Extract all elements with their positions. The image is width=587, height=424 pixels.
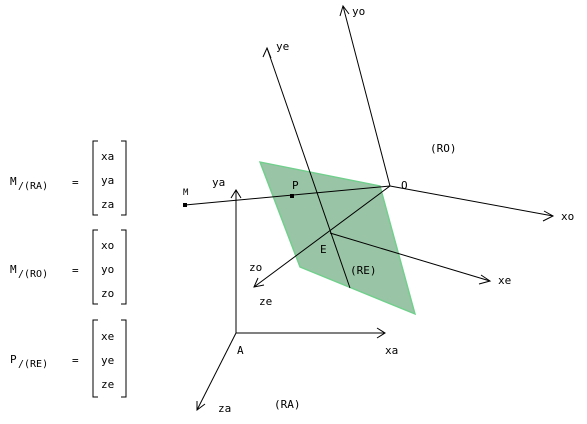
point-p-label: P <box>292 179 299 192</box>
vector-component: ze <box>101 378 114 391</box>
equation-m-ra: M /(RA) = xa ya za <box>10 140 127 216</box>
vector-component: xo <box>101 239 114 252</box>
frame-re: E xe ye ze (RE) <box>259 40 511 308</box>
point-m-marker <box>183 203 187 207</box>
ye-arrowhead <box>262 46 272 59</box>
vector-component: zo <box>101 287 114 300</box>
xa-label: xa <box>385 344 398 357</box>
vector-component: yo <box>101 263 114 276</box>
xo-arrowhead <box>542 210 555 222</box>
yo-label: yo <box>352 5 365 18</box>
left-bracket <box>92 319 98 398</box>
equation-equals: = <box>72 176 79 189</box>
point-m-label: M <box>183 188 189 198</box>
equation-p-re: P /(RE) = xe ye ze <box>10 319 127 398</box>
right-bracket <box>121 319 127 398</box>
left-bracket <box>92 140 98 216</box>
equation-base: M <box>10 175 17 188</box>
equation-frame: /(RA) <box>18 181 48 192</box>
origin-o-label: O <box>401 179 408 192</box>
zo-arrowhead <box>253 277 265 288</box>
vector-component: xa <box>101 150 114 163</box>
za-label: za <box>218 402 231 415</box>
right-bracket <box>121 229 127 305</box>
za-axis <box>196 332 237 411</box>
origin-e-label: E <box>320 243 327 256</box>
m-to-o-line <box>184 185 391 206</box>
points: M P <box>183 179 391 207</box>
ya-arrowhead <box>230 189 242 199</box>
yo-arrowhead <box>339 4 350 17</box>
xe-arrowhead <box>478 274 492 285</box>
ro-frame-name: (RO) <box>430 142 457 155</box>
ye-label: ye <box>276 40 289 53</box>
vector-component: za <box>101 198 114 211</box>
yo-axis <box>342 5 391 187</box>
equation-base: P <box>10 353 17 366</box>
re-frame-name: (RE) <box>350 264 377 277</box>
xe-label: xe <box>498 274 511 287</box>
zo-axis <box>253 185 391 288</box>
xe-axis <box>329 232 491 282</box>
equation-m-ro: M /(RO) = xo yo zo <box>10 229 127 305</box>
point-p-marker <box>290 194 294 198</box>
origin-a-label: A <box>237 344 244 357</box>
za-arrowhead <box>196 401 206 411</box>
equation-frame: /(RO) <box>18 269 48 280</box>
vector-component: ye <box>101 354 114 367</box>
left-bracket <box>92 229 98 305</box>
equation-equals: = <box>72 264 79 277</box>
right-bracket <box>121 140 127 216</box>
equation-equals: = <box>72 354 79 367</box>
equation-frame: /(RE) <box>18 359 48 370</box>
frame-ro: O xo yo zo (RO) <box>249 4 574 288</box>
ze-label: ze <box>259 295 272 308</box>
vector-component: xe <box>101 330 114 343</box>
xo-axis <box>389 185 554 217</box>
equation-base: M <box>10 263 17 276</box>
ra-frame-name: (RA) <box>274 398 301 411</box>
vector-component: ya <box>101 174 114 187</box>
ye-axis <box>266 47 351 289</box>
xa-arrowhead <box>376 327 386 339</box>
zo-label: zo <box>249 261 262 274</box>
xo-label: xo <box>561 210 574 223</box>
ya-label: ya <box>212 176 225 189</box>
frame-ra: A xa ya za (RA) <box>196 176 398 415</box>
re-plane <box>258 161 417 316</box>
